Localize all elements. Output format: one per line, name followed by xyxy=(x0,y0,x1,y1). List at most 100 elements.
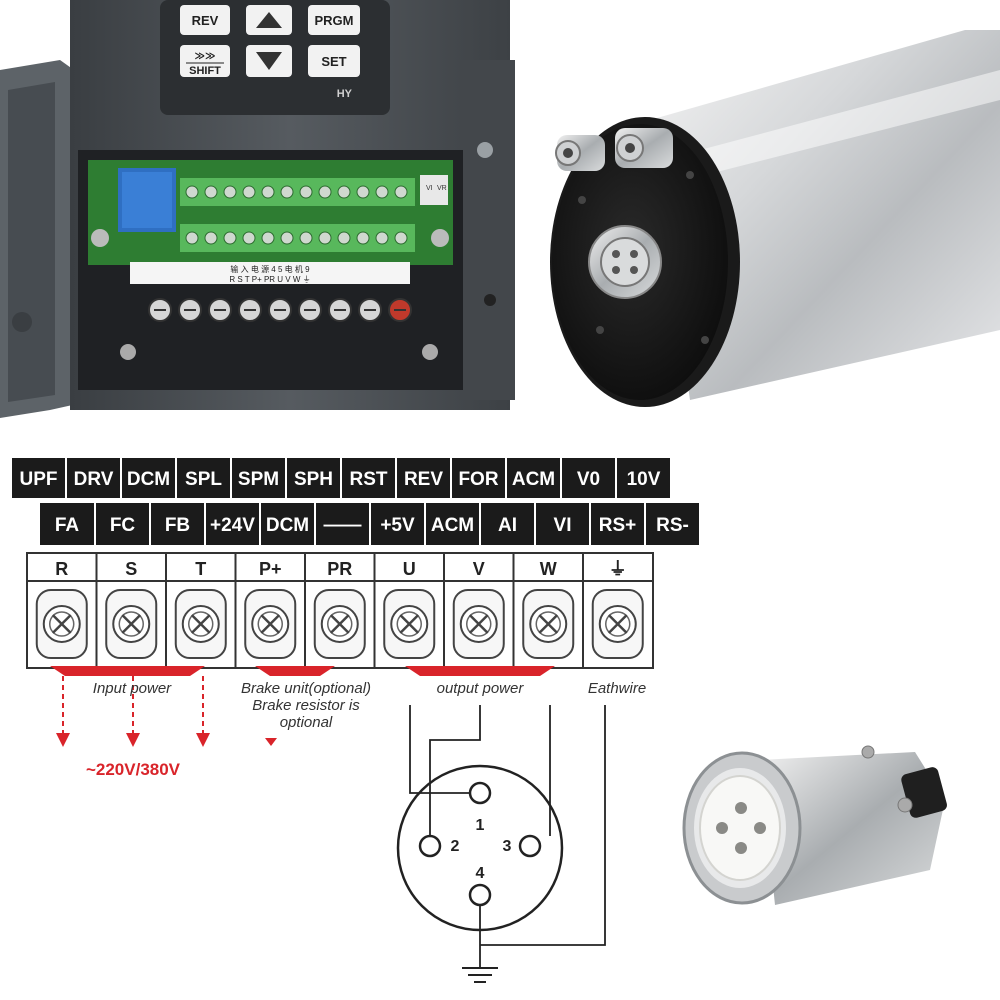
terminal-label-t: T xyxy=(195,559,206,579)
pin-4-label: 4 xyxy=(476,865,485,882)
svg-text:FC: FC xyxy=(110,515,136,536)
svg-text:SET: SET xyxy=(321,54,346,69)
control-label-row2-1: FC xyxy=(96,503,149,545)
terminal-label-pr: PR xyxy=(327,559,352,579)
svg-text:+5V: +5V xyxy=(380,515,415,536)
control-label-row2-8: AI xyxy=(481,503,534,545)
control-label-row2-3: +24V xyxy=(206,503,259,545)
red-group-brackets xyxy=(50,666,555,676)
svg-text:DRV: DRV xyxy=(74,469,114,490)
terminal-w: W xyxy=(512,553,575,668)
svg-text:R S T P+ PR U V W ⏚: R S T P+ PR U V W ⏚ xyxy=(229,275,310,284)
pin-1 xyxy=(468,781,492,805)
plug-clamp-screw xyxy=(861,745,875,759)
shift-key[interactable]: ≫≫ SHIFT xyxy=(180,45,230,77)
svg-text:FB: FB xyxy=(165,515,190,536)
terminal-p-plus: P+ xyxy=(234,553,297,668)
shift-arrows-icon: ≫≫ xyxy=(195,51,216,62)
svg-text:DCM: DCM xyxy=(127,469,170,490)
up-key[interactable] xyxy=(246,5,292,35)
control-label-rev: REV xyxy=(397,458,450,498)
terminal-label-v: V xyxy=(473,559,485,579)
set-key[interactable]: SET xyxy=(308,45,360,77)
control-label-row2-4: DCM xyxy=(261,503,314,545)
brake-optional-label: optional xyxy=(280,714,333,731)
brake-bracket xyxy=(255,666,335,676)
aviation-plug-photo xyxy=(682,745,947,905)
svg-text:SPM: SPM xyxy=(238,469,279,490)
svg-text:REV: REV xyxy=(192,13,219,28)
output-power-bracket xyxy=(405,666,555,676)
control-label-row2-5: —— xyxy=(316,503,369,545)
water-fitting-left xyxy=(555,135,605,171)
svg-text:FA: FA xyxy=(55,515,80,536)
terminal-label-p-plus: P+ xyxy=(259,559,282,579)
svg-text:UPF: UPF xyxy=(20,469,58,490)
control-label-dcm: DCM xyxy=(122,458,175,498)
voltage-label: ~220V/380V xyxy=(86,760,181,779)
plug-cable-boot xyxy=(901,767,947,818)
rev-key[interactable]: REV xyxy=(180,5,230,35)
svg-text:输 入 电 源 4 5 电 机 9: 输 入 电 源 4 5 电 机 9 xyxy=(230,264,310,274)
svg-text:RST: RST xyxy=(350,469,388,490)
spindle-photo xyxy=(550,30,1000,407)
water-fitting-right xyxy=(615,128,673,168)
control-label-v0: V0 xyxy=(562,458,615,498)
terminal-label-r: R xyxy=(55,559,68,579)
input-power-label: Input power xyxy=(93,680,172,697)
compartment-screw-left xyxy=(120,344,136,360)
input-arrows xyxy=(56,676,277,747)
svg-text:V0: V0 xyxy=(577,469,600,490)
pin-3 xyxy=(518,834,542,858)
pin-3-label: 3 xyxy=(503,838,512,855)
svg-text:RS+: RS+ xyxy=(599,515,637,536)
svg-text:FOR: FOR xyxy=(458,469,498,490)
control-label-for: FOR xyxy=(452,458,505,498)
connector-schematic: 1 2 3 4 xyxy=(396,705,606,983)
pin-1-label: 1 xyxy=(476,817,485,834)
control-label-rst: RST xyxy=(342,458,395,498)
svg-text:10V: 10V xyxy=(627,469,661,490)
svg-text:PRGM: PRGM xyxy=(315,13,354,28)
terminal-v: V xyxy=(443,553,505,668)
svg-text:VI: VI xyxy=(554,515,572,536)
down-key[interactable] xyxy=(246,45,292,77)
terminal-label-w: W xyxy=(540,559,557,579)
control-label-spl: SPL xyxy=(177,458,230,498)
svg-text:REV: REV xyxy=(404,469,443,490)
brake-resistor-label: Brake resistor is xyxy=(252,697,360,714)
svg-text:——: —— xyxy=(324,515,362,536)
control-label-row2-0: FA xyxy=(40,503,94,545)
brand-label: HY xyxy=(337,88,353,100)
svg-text:SHIFT: SHIFT xyxy=(189,65,221,77)
pcb-label-strip xyxy=(130,262,410,284)
control-label-drv: DRV xyxy=(67,458,120,498)
svg-text:VR: VR xyxy=(437,185,447,192)
pcb-screw-right xyxy=(431,229,449,247)
plug-body xyxy=(760,752,945,905)
pin-2 xyxy=(418,834,442,858)
svg-text:ACM: ACM xyxy=(512,469,555,490)
input-power-bracket xyxy=(50,666,205,676)
brake-unit-label: Brake unit(optional) xyxy=(241,680,371,697)
pot-header xyxy=(420,175,448,205)
arrow-up-icon xyxy=(256,12,282,28)
spindle-body xyxy=(650,30,1000,400)
pin-2-label: 2 xyxy=(451,838,460,855)
compartment-screw-right xyxy=(422,344,438,360)
svg-text:SPL: SPL xyxy=(185,469,222,490)
control-label-row2-11: RS- xyxy=(646,503,699,545)
terminal-pr: PR xyxy=(304,553,366,668)
terminal-label-u: U xyxy=(403,559,416,579)
output-power-label: output power xyxy=(437,680,525,697)
control-label-row2-6: +5V xyxy=(371,503,424,545)
prgm-key[interactable]: PRGM xyxy=(308,5,360,35)
control-label-row2-2: FB xyxy=(151,503,204,545)
ground-symbol-icon xyxy=(462,967,498,983)
wire-earth xyxy=(480,705,606,946)
arrow-down-icon xyxy=(256,52,282,70)
connector-wires xyxy=(409,705,606,968)
svg-text:+24V: +24V xyxy=(210,515,255,536)
